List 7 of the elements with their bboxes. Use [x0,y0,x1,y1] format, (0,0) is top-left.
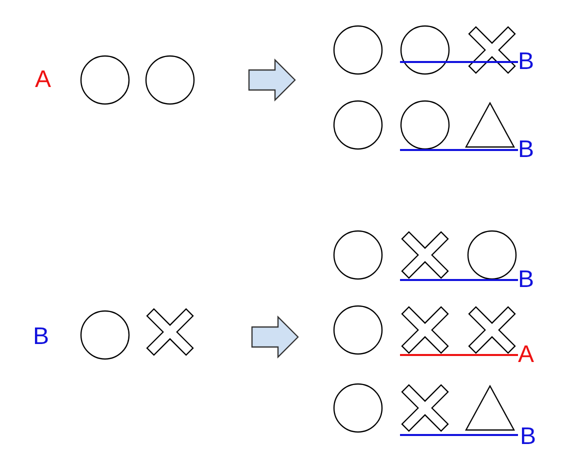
letter-label: B [520,425,536,449]
letter-label: B [518,268,534,292]
letter-label: B [33,325,50,349]
letter-label: B [518,138,534,162]
letter-label: A [35,68,52,92]
letter-label: A [518,343,534,367]
letter-label: B [518,50,534,74]
